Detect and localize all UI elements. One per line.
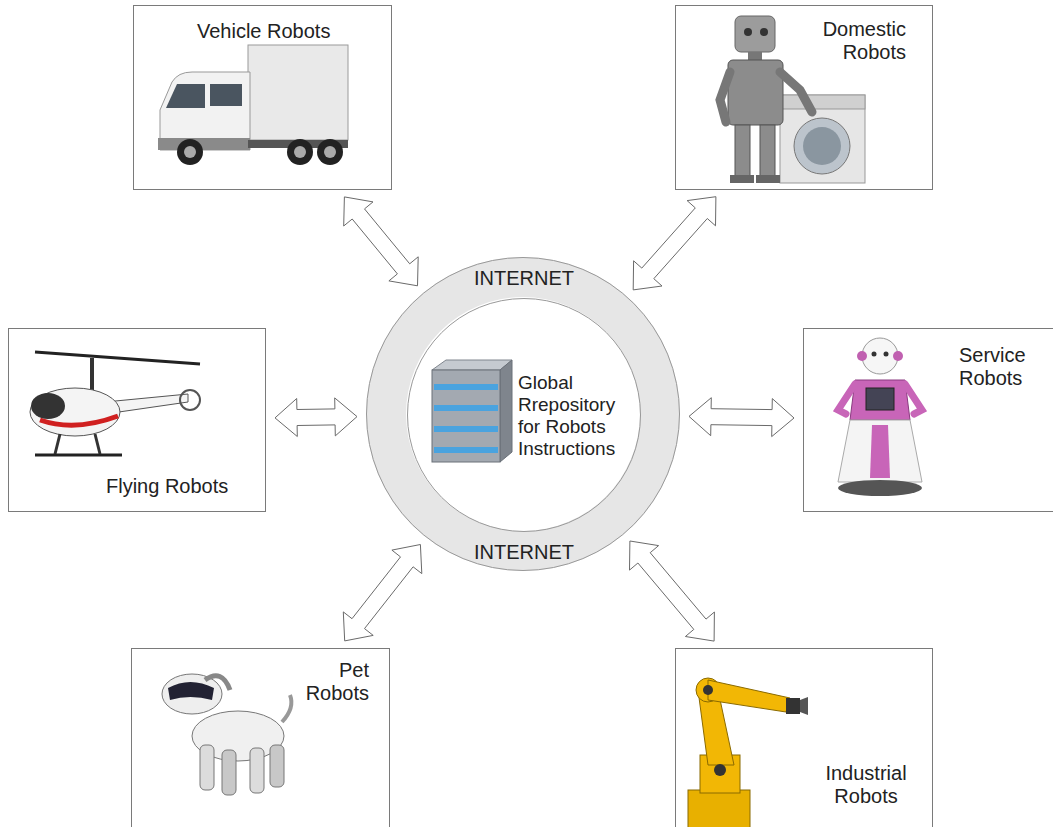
double-arrow xyxy=(633,197,716,290)
node-label: INTERNET xyxy=(474,541,574,564)
truck-picture xyxy=(158,45,348,165)
node-label: Pet Robots xyxy=(289,659,369,705)
double-arrow xyxy=(344,197,419,286)
double-arrow xyxy=(343,545,422,641)
double-arrow xyxy=(689,398,794,437)
industrial-arm-picture xyxy=(688,678,808,827)
robot-dog-picture xyxy=(162,674,291,795)
node-label: Domestic Robots xyxy=(806,18,906,64)
ring-fill xyxy=(366,257,680,571)
robot-category-box: Industrial Robots xyxy=(675,648,933,827)
ring-inner-fill xyxy=(406,297,640,531)
robot-category-box: Flying Robots xyxy=(8,328,266,512)
server-icon xyxy=(432,360,512,462)
internet-ring: INTERNET INTERNET Global Rrepository for R… xyxy=(366,257,680,571)
node-label: Flying Robots xyxy=(106,475,228,498)
robot-category-box: Pet Robots xyxy=(131,648,390,827)
repository-circle: Global Rrepository for Robots Instructio… xyxy=(407,298,641,532)
robot-category-box: Service Robots xyxy=(803,328,1053,512)
robot-category-box: Domestic Robots xyxy=(675,5,933,190)
node-label: INTERNET xyxy=(474,267,574,290)
node-label: Service Robots xyxy=(959,344,1039,390)
robot-category-box: Vehicle Robots xyxy=(133,5,392,190)
helicopter-picture xyxy=(30,352,200,455)
node-label: Global Rrepository for Robots Instructio… xyxy=(518,372,630,459)
double-arrow xyxy=(630,541,715,641)
service-robot-picture xyxy=(838,338,922,496)
node-label: Industrial Robots xyxy=(816,762,916,808)
double-arrow xyxy=(275,398,357,437)
node-label: Vehicle Robots xyxy=(197,20,330,43)
